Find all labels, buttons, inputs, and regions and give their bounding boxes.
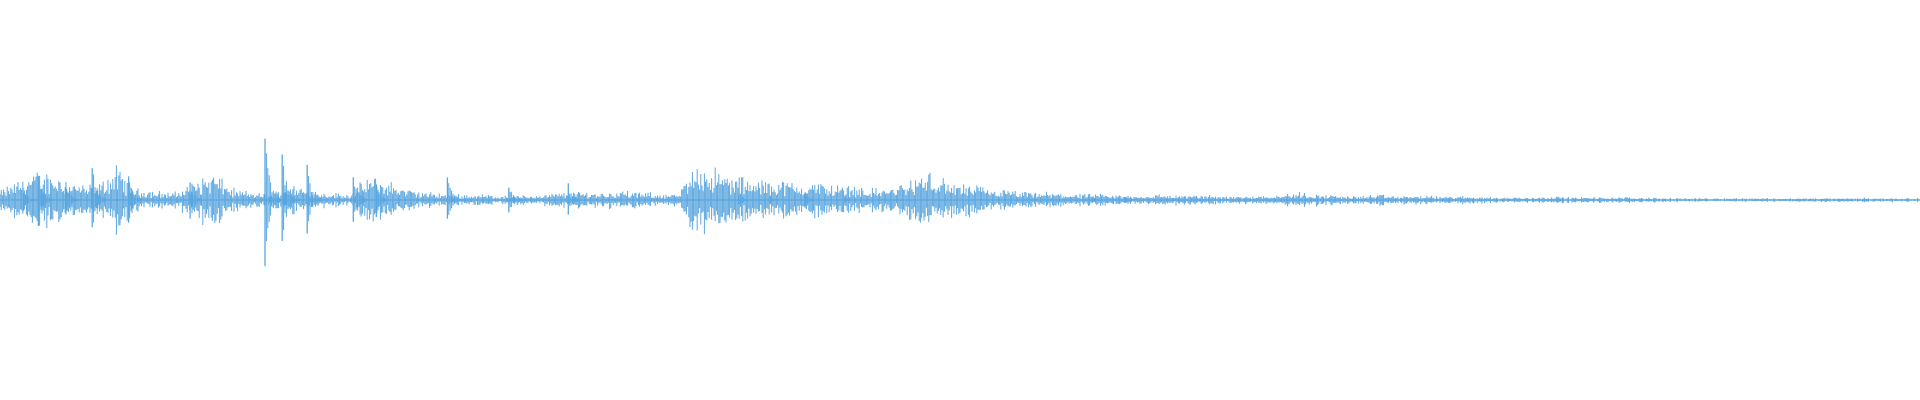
waveform-envelope: [0, 165, 1920, 235]
waveform-transients: [22, 138, 1868, 267]
